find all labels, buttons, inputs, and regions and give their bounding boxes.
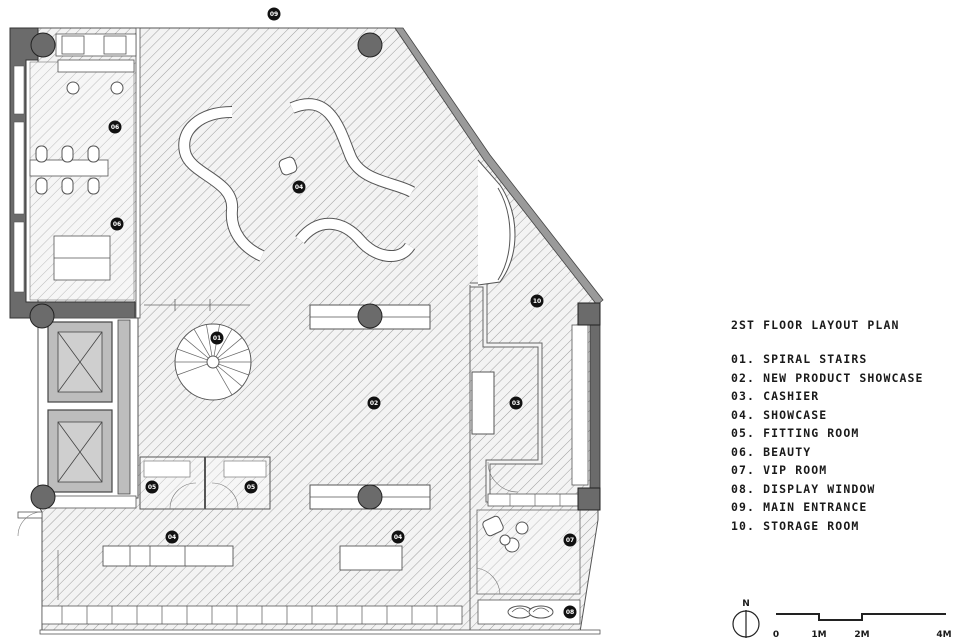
- legend-item: 02. NEW PRODUCT SHOWCASE: [731, 370, 924, 385]
- structural-columns: [29, 32, 601, 511]
- legend-item: 09. MAIN ENTRANCE: [731, 500, 868, 514]
- tag-label: 02: [370, 400, 378, 407]
- tag-label: 10: [533, 298, 541, 305]
- legend-item: 07. VIP ROOM: [731, 463, 828, 477]
- scale-label-0: 0: [773, 630, 779, 640]
- tag-07: 07: [563, 533, 577, 547]
- tag-05: 05: [145, 480, 159, 494]
- tag-label: 04: [168, 534, 176, 541]
- tag-03: 03: [509, 396, 523, 410]
- tag-04: 04: [165, 530, 179, 544]
- scale-bar: 0 1M 2M 4M: [773, 613, 952, 640]
- tag-label: 03: [512, 400, 520, 407]
- tag-label: 09: [270, 11, 278, 18]
- legend-title: 2ST FLOOR LAYOUT PLAN: [731, 318, 900, 332]
- tag-04: 04: [292, 180, 306, 194]
- legend-item: 08. DISPLAY WINDOW: [731, 481, 876, 496]
- tag-label: 06: [113, 221, 121, 228]
- tag-01: 01: [210, 331, 224, 345]
- tag-06: 06: [110, 217, 124, 231]
- tag-10: 10: [530, 294, 544, 308]
- legend-item: 01. SPIRAL STAIRS: [731, 352, 868, 366]
- tag-label: 05: [247, 484, 255, 491]
- north-arrow: N: [732, 599, 760, 638]
- legend-item: 10. STORAGE ROOM: [731, 518, 860, 533]
- legend-item: 06. BEAUTY: [731, 444, 812, 459]
- legend-item: 03. CASHIER: [731, 389, 820, 403]
- outer-wall-slant: [394, 27, 604, 306]
- tag-label: 04: [295, 184, 303, 191]
- tag-label: 08: [566, 609, 574, 616]
- legend-item: 05. FITTING ROOM: [731, 426, 860, 440]
- tag-02: 02: [367, 396, 381, 410]
- tag-label: 07: [566, 537, 574, 544]
- tag-05: 05: [244, 480, 258, 494]
- legend: 2ST FLOOR LAYOUT PLAN 01. SPIRAL STAIRS …: [731, 318, 956, 537]
- scale-label-2m: 2M: [854, 630, 869, 640]
- legend-item: 04. SHOWCASE: [731, 407, 828, 422]
- tag-label: 05: [148, 484, 156, 491]
- tag-04: 04: [391, 530, 405, 544]
- tag-label: 04: [394, 534, 402, 541]
- scale-label-4m: 4M: [936, 630, 951, 640]
- scale-label-1m: 1M: [811, 630, 826, 640]
- north-label: N: [742, 599, 750, 609]
- tag-08: 08: [563, 605, 577, 619]
- tag-label: 06: [111, 124, 119, 131]
- tag-06: 06: [108, 120, 122, 134]
- spiral-stairs: [174, 323, 252, 401]
- tag-09: 09: [267, 7, 281, 21]
- tag-label: 01: [213, 335, 221, 342]
